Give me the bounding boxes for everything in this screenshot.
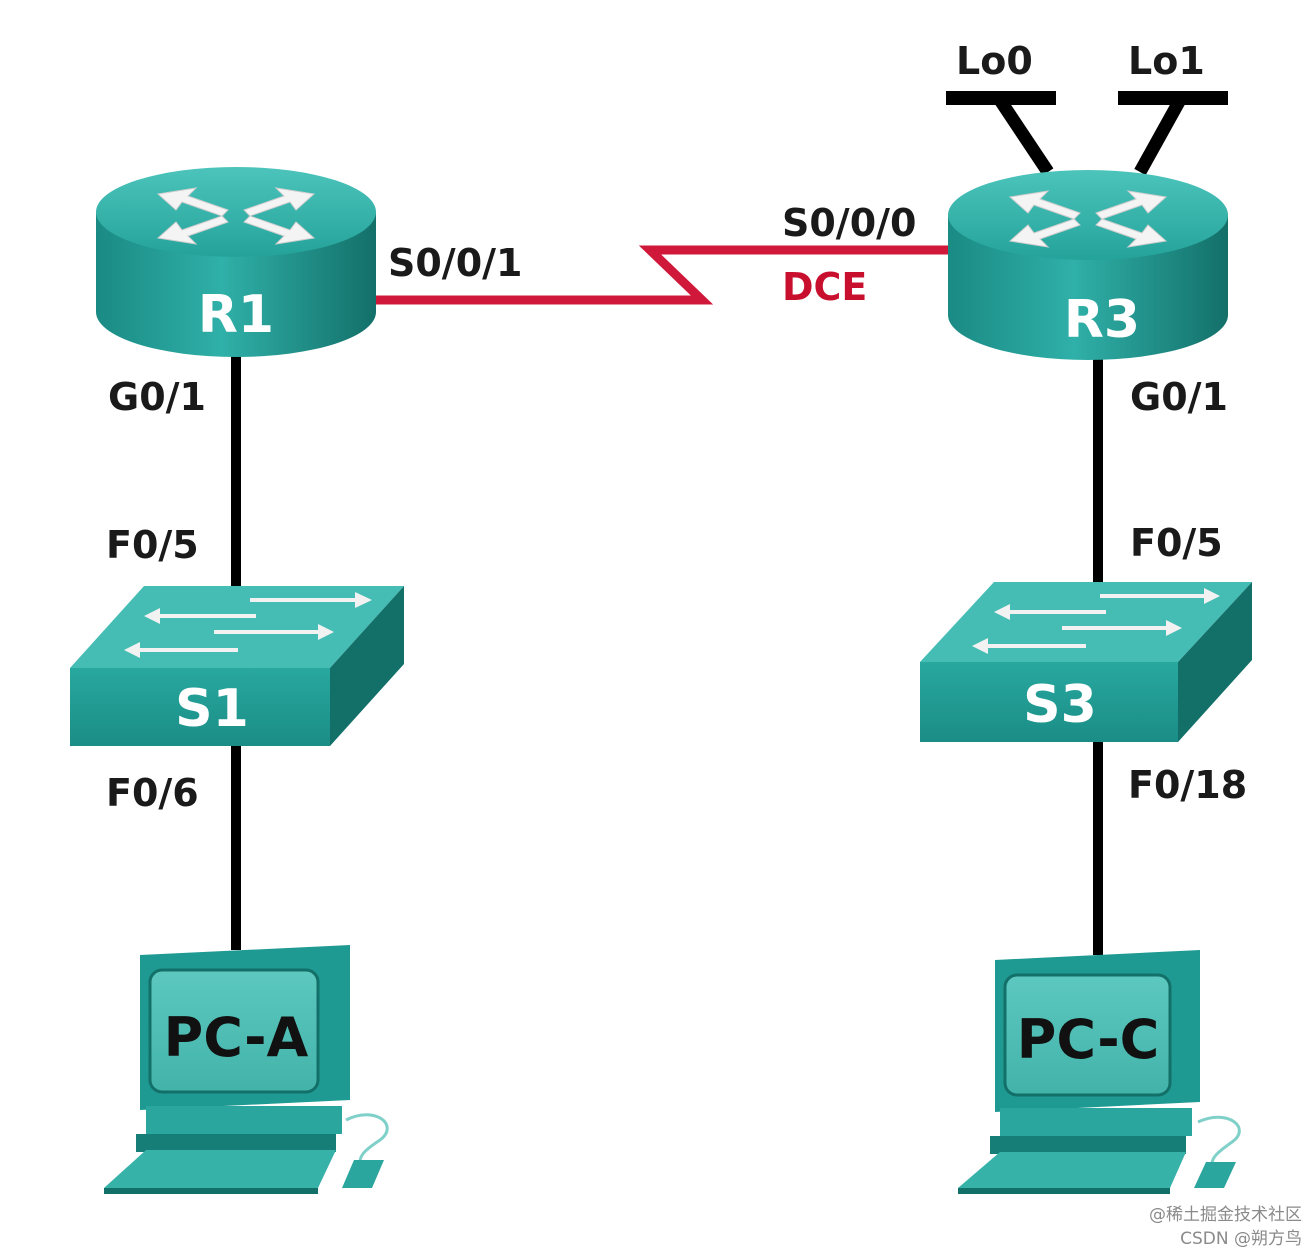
serial-link-r1-r3 xyxy=(372,245,950,305)
port-label-r3-serial: S0/0/0 xyxy=(782,201,916,245)
port-label-r1-serial: S0/0/1 xyxy=(388,241,522,285)
port-label-s3-up: F0/5 xyxy=(1130,521,1223,565)
switch-s1[interactable]: S1 xyxy=(70,586,404,746)
loopback-lo0 xyxy=(946,91,1056,176)
pc-icon xyxy=(104,945,389,1194)
port-label-s1-up: F0/5 xyxy=(106,523,199,567)
port-label-s3-down: F0/18 xyxy=(1128,763,1247,807)
switch-icon xyxy=(920,582,1252,742)
device-label-s1: S1 xyxy=(175,679,249,739)
router-r3[interactable]: R3 xyxy=(948,170,1228,360)
port-label-s1-down: F0/6 xyxy=(106,771,199,815)
device-label-pcc: PC-C xyxy=(1017,1008,1160,1071)
dce-label: DCE xyxy=(782,265,867,309)
device-label-r3: R3 xyxy=(1064,290,1140,350)
watermark-line-1: @稀土掘金技术社区 xyxy=(1149,1205,1302,1225)
router-icon xyxy=(96,167,376,357)
switch-icon xyxy=(70,586,404,746)
port-label-lo1: Lo1 xyxy=(1128,39,1205,83)
pc-c[interactable]: PC-C xyxy=(958,950,1241,1194)
port-label-r1-g: G0/1 xyxy=(108,375,206,419)
port-label-r3-g: G0/1 xyxy=(1130,375,1228,419)
port-label-lo0: Lo0 xyxy=(956,39,1033,83)
loopback-lo1 xyxy=(1118,91,1228,176)
device-label-r1: R1 xyxy=(198,285,274,345)
device-label-s3: S3 xyxy=(1023,675,1097,735)
watermark-line-2: CSDN @朔方鸟 xyxy=(1180,1229,1302,1249)
device-label-pca: PC-A xyxy=(164,1006,309,1069)
pc-a[interactable]: PC-A xyxy=(104,945,389,1194)
switch-s3[interactable]: S3 xyxy=(920,582,1252,742)
pc-icon xyxy=(958,950,1241,1194)
router-icon xyxy=(948,170,1228,360)
router-r1[interactable]: R1 xyxy=(96,167,376,357)
